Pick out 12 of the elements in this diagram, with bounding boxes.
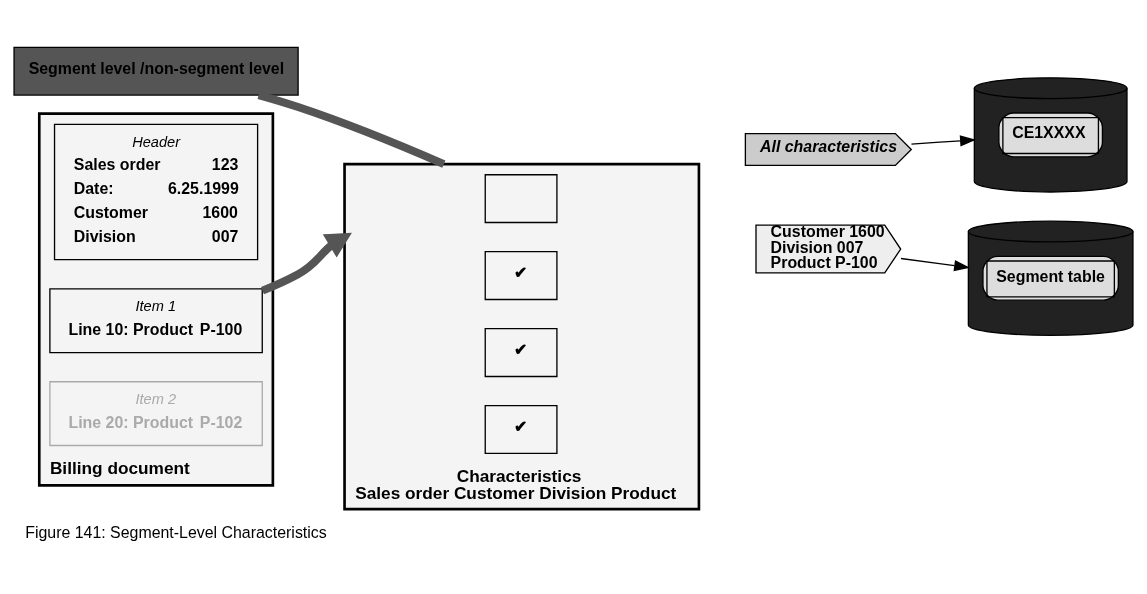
node-box [484, 173, 558, 223]
node-box: ✔ [484, 327, 558, 377]
node-box: Item 1 Line 10: Product P-100 [49, 287, 263, 353]
node-box: Segment level /non-segment level [13, 46, 299, 96]
arrow [261, 232, 352, 294]
arrow [910, 134, 976, 146]
node-box: Header Sales order 123 Date: 6.25.1999 Customer 1600 Division 007 [53, 123, 259, 260]
caption: Figure 141: Segment-Level Characteristics [25, 523, 327, 541]
node-box: Item 2 Line 20: Product P-102 [49, 380, 263, 446]
arrow [900, 257, 971, 271]
node-box: ✔ [484, 250, 558, 300]
node-box: ✔ [484, 404, 558, 454]
